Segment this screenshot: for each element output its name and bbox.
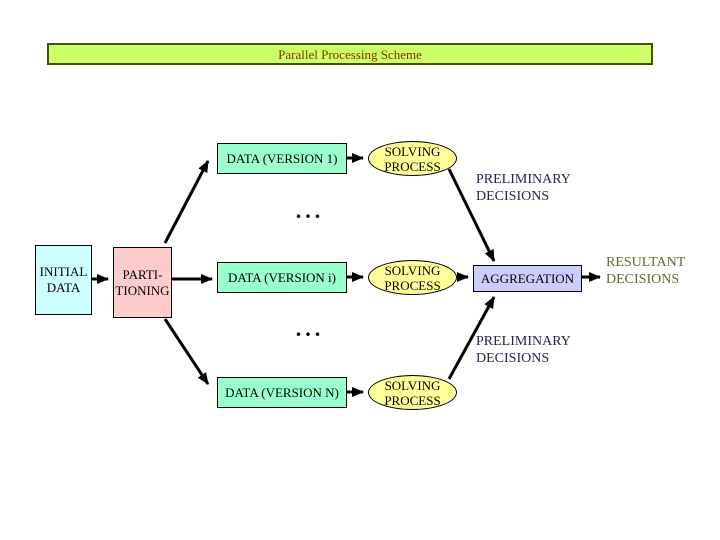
data-version-1-node: DATA (VERSION 1) — [217, 143, 347, 174]
initial-data-label-line2: DATA — [46, 280, 81, 295]
data-version-i-label: DATA (VERSION i) — [227, 269, 336, 285]
solving-process-top-node: SOLVING PROCESS — [368, 141, 457, 176]
resultant-line2: DECISIONS — [606, 272, 680, 287]
arrow-solving-top-to-aggregation — [447, 168, 496, 262]
solving-process-bottom-node: SOLVING PROCESS — [368, 375, 457, 410]
solving-process-bottom-label-line1: SOLVING — [384, 377, 441, 393]
arrow-solving-bottom-to-aggregation — [447, 296, 496, 380]
data-version-i-node: DATA (VERSION i) — [217, 262, 347, 293]
ellipsis-bottom: ... — [295, 316, 325, 341]
arrow-partitioning-to-versionn — [163, 318, 210, 385]
preliminary-top-line1: PRELIMINARY — [476, 172, 571, 187]
partitioning-label-line2: TIONING — [115, 282, 170, 298]
arrow-partitioning-to-version1 — [163, 160, 210, 244]
resultant-line1: RESULTANT — [606, 255, 686, 270]
preliminary-bottom-line1: PRELIMINARY — [476, 334, 571, 349]
initial-data-node: INITIAL DATA — [35, 245, 92, 315]
solving-process-mid-label-line2: PROCESS — [384, 277, 441, 293]
preliminary-decisions-top-label: PRELIMINARY DECISIONS — [476, 171, 571, 205]
solving-process-top-label-line2: PROCESS — [384, 158, 441, 174]
data-version-1-label: DATA (VERSION 1) — [226, 150, 338, 166]
solving-process-top-label-line1: SOLVING — [384, 143, 441, 159]
partitioning-label-line1: PARTI- — [122, 266, 163, 282]
solving-process-mid-node: SOLVING PROCESS — [368, 260, 457, 295]
partitioning-node: PARTI- TIONING — [113, 247, 172, 318]
diagram-title: Parallel Processing Scheme — [278, 47, 422, 62]
preliminary-bottom-line2: DECISIONS — [476, 351, 550, 366]
solving-process-mid-label-line1: SOLVING — [384, 262, 441, 278]
preliminary-decisions-bottom-label: PRELIMINARY DECISIONS — [476, 333, 571, 367]
ellipsis-top: ... — [295, 198, 325, 223]
title-banner: Parallel Processing Scheme — [47, 43, 653, 65]
aggregation-label: AGGREGATION — [480, 270, 575, 286]
data-version-n-node: DATA (VERSION N) — [217, 377, 347, 408]
data-version-n-label: DATA (VERSION N) — [225, 384, 339, 400]
preliminary-top-line2: DECISIONS — [476, 189, 550, 204]
initial-data-label-line1: INITIAL — [39, 264, 88, 279]
aggregation-node: AGGREGATION — [473, 265, 582, 292]
solving-process-bottom-label-line2: PROCESS — [384, 392, 441, 408]
resultant-decisions-label: RESULTANT DECISIONS — [606, 254, 685, 288]
